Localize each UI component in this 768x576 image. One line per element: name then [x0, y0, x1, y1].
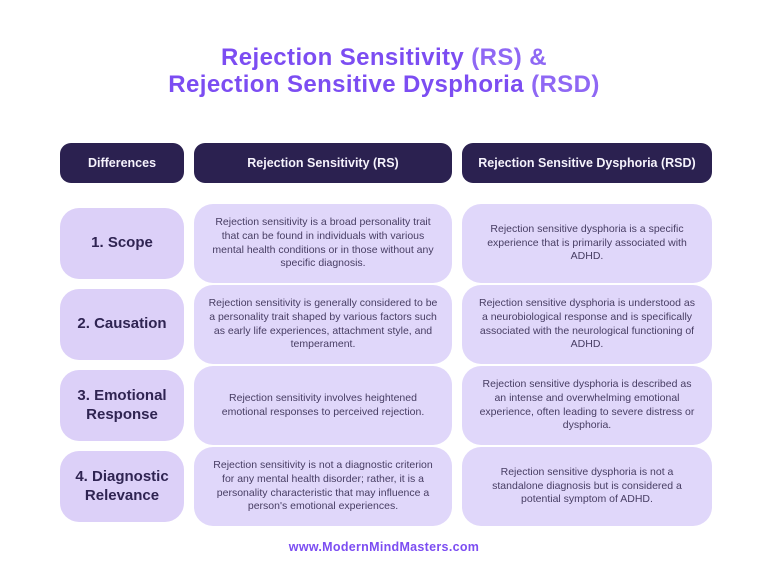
title-line-2: Rejection Sensitive Dysphoria (RSD) [0, 71, 768, 98]
comparison-table: Differences Rejection Sensitivity (RS) R… [60, 143, 712, 527]
rsd-cell: Rejection sensitive dysphoria is a speci… [462, 204, 712, 283]
table-header-row: Differences Rejection Sensitivity (RS) R… [60, 143, 712, 183]
table-row-causation: 2. Causation Rejection sensitivity is ge… [60, 284, 712, 365]
footer-url: www.ModernMindMasters.com [288, 540, 480, 554]
table-row-emotional-response: 3. Emotional Response Rejection sensitiv… [60, 365, 712, 446]
rs-cell: Rejection sensitivity involves heightene… [194, 366, 452, 445]
table-row-scope: 1. Scope Rejection sensitivity is a broa… [60, 203, 712, 284]
rs-cell: Rejection sensitivity is a broad persona… [194, 204, 452, 283]
header-cell-rsd: Rejection Sensitive Dysphoria (RSD) [462, 143, 712, 183]
table-row-diagnostic-relevance: 4. Diagnostic Relevance Rejection sensit… [60, 446, 712, 527]
rsd-cell: Rejection sensitive dysphoria is not a s… [462, 447, 712, 526]
row-label: 2. Causation [60, 289, 184, 360]
rs-cell: Rejection sensitivity is generally consi… [194, 285, 452, 364]
page-title: Rejection Sensitivity (RS) & Rejection S… [0, 44, 768, 98]
row-label: 3. Emotional Response [60, 370, 184, 441]
header-cell-rs: Rejection Sensitivity (RS) [194, 143, 452, 183]
rs-cell: Rejection sensitivity is not a diagnosti… [194, 447, 452, 526]
row-label: 4. Diagnostic Relevance [60, 451, 184, 522]
title-line1-suffix: (RS) & [471, 44, 547, 71]
rsd-cell: Rejection sensitive dysphoria is underst… [462, 285, 712, 364]
row-label: 1. Scope [60, 208, 184, 279]
header-cell-differences: Differences [60, 143, 184, 183]
title-line-1: Rejection Sensitivity (RS) & [0, 44, 768, 71]
title-line2-suffix: (RSD) [531, 71, 600, 98]
footer: www.ModernMindMasters.com [0, 540, 768, 554]
title-line2-main: Rejection Sensitive Dysphoria [168, 71, 524, 98]
rsd-cell: Rejection sensitive dysphoria is describ… [462, 366, 712, 445]
title-line1-main: Rejection Sensitivity [221, 44, 465, 71]
